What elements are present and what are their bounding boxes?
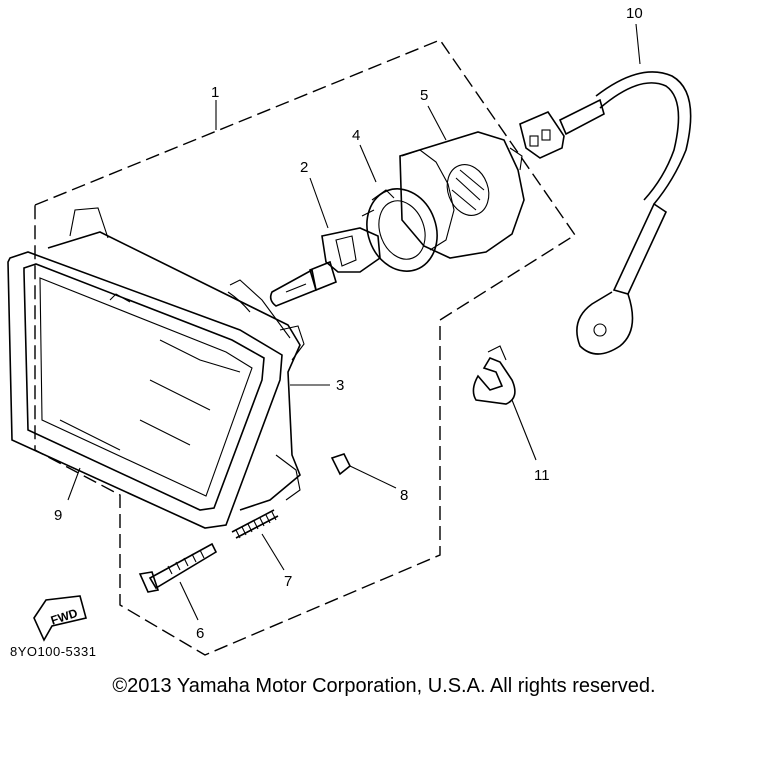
callout-3: 3 (336, 377, 344, 394)
callout-1: 1 (211, 84, 219, 101)
callout-5: 5 (420, 87, 428, 104)
copyright-notice: ©2013 Yamaha Motor Corporation, U.S.A. A… (112, 675, 656, 697)
drawing-code: 8YO100-5331 (10, 644, 97, 659)
callout-4: 4 (352, 127, 360, 144)
callout-4-leader (359, 144, 377, 183)
callout-11: 11 (534, 467, 550, 484)
callout-8: 8 (400, 487, 408, 504)
fwd-arrow-icon: FWD (33, 595, 87, 642)
callout-9-leader (67, 467, 81, 501)
callout-10: 10 (626, 5, 643, 22)
nut (330, 453, 352, 476)
wire-harness (519, 71, 692, 355)
callout-8-leader (349, 465, 397, 489)
callout-6-leader (179, 581, 199, 621)
callout-5-leader (427, 105, 447, 141)
callout-7: 7 (284, 573, 292, 590)
callout-6: 6 (196, 625, 204, 642)
callout-2: 2 (300, 159, 308, 176)
headlight-rim (7, 251, 283, 529)
callout-11-leader (511, 399, 537, 461)
fwd-label: FWD (49, 606, 80, 628)
socket-cover (399, 131, 525, 259)
cable-clamp (472, 345, 516, 405)
callout-10-leader (635, 23, 641, 65)
callout-9: 9 (54, 507, 62, 524)
assembly-boundary (34, 39, 576, 656)
spring (231, 509, 279, 539)
callout-2-leader (309, 177, 329, 229)
callout-7-leader (261, 533, 285, 571)
adjusting-screw (138, 542, 218, 593)
bulb-retainer-ring (361, 188, 438, 272)
headlight-exploded-diagram: FWD 1 2 3 4 5 6 7 8 9 10 11 (7, 5, 692, 656)
bulb (269, 227, 381, 307)
headlight-housing (47, 207, 305, 511)
